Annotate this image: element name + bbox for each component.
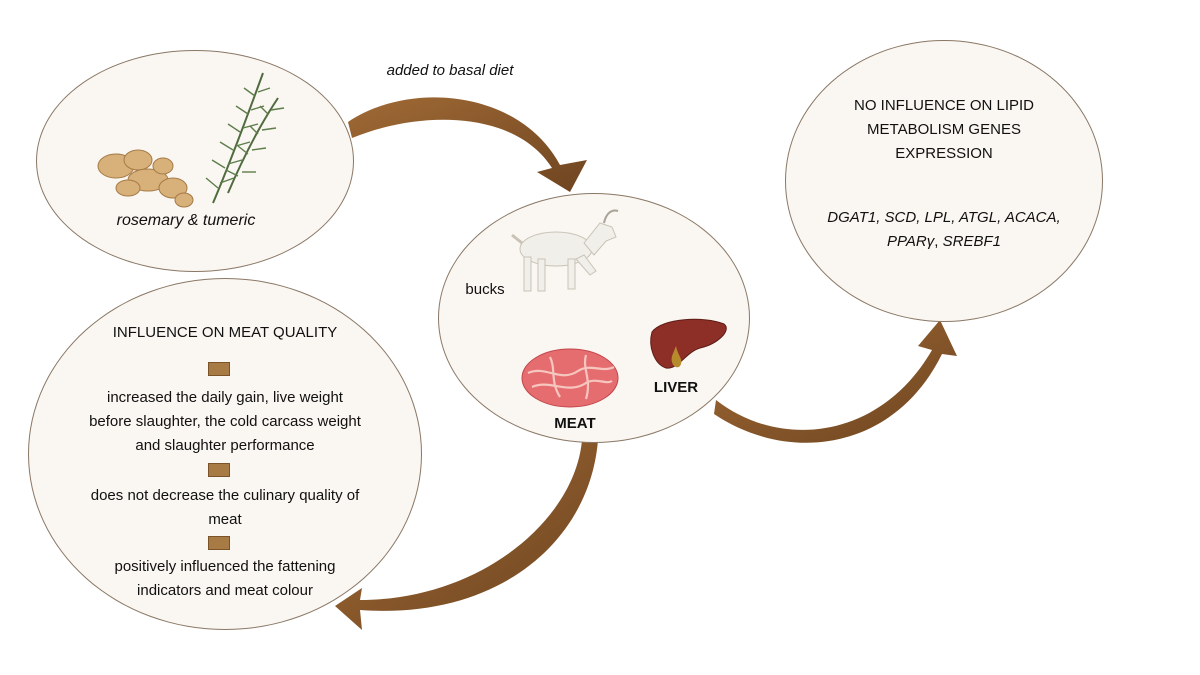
herbs-label: rosemary & tumeric: [116, 212, 256, 229]
meat-illustration: [521, 348, 619, 408]
meat-quality-item-2: does not decrease the culinary quality o…: [48, 484, 402, 532]
meat-quality-item-3: positively influenced the fattening indi…: [48, 555, 402, 603]
item-1-line-3: and slaughter performance: [135, 437, 315, 454]
lipid-title-line-3: EXPRESSION: [895, 145, 993, 162]
meat-quality-bubble: [28, 278, 422, 630]
gene-separator: ,: [934, 233, 943, 250]
lipid-title-line-1: NO INFLUENCE ON LIPID: [853, 97, 1035, 114]
herbs-bubble: [36, 50, 354, 272]
item-1-line-1: increased the daily gain, live weight: [107, 389, 343, 406]
gene-ppar: PPARγ: [887, 233, 935, 250]
curved-arrow-to-lipid-genes: [714, 320, 957, 443]
lipid-title-line-2: METABOLISM GENES: [867, 121, 1021, 138]
bucks-label: bucks: [465, 281, 505, 298]
basal-diet-label: added to basal diet: [386, 62, 514, 79]
meat-quality-item-1: increased the daily gain, live weight be…: [48, 386, 402, 458]
item-3-line-2: indicators and meat colour: [137, 582, 313, 599]
gene-list-line-1: DGAT1, SCD, LPL, ATGL, ACACA,: [827, 209, 1061, 226]
curved-arrow-to-meat-quality: [335, 440, 598, 630]
gene-list-line-2: PPARγ, SREBF1: [800, 230, 1088, 254]
item-1-line-2: before slaughter, the cold carcass weigh…: [89, 413, 361, 430]
bullet-square-2: [208, 463, 230, 477]
lipid-genes-bubble: [785, 40, 1103, 322]
curved-arrow-herbs-to-bucks: [348, 97, 587, 192]
gene-srebf1: SREBF1: [942, 233, 1001, 250]
bullet-square-1: [208, 362, 230, 376]
goat-illustration: [511, 209, 619, 292]
lipid-title: NO INFLUENCE ON LIPID METABOLISM GENES E…: [800, 94, 1088, 166]
lipid-gene-list: DGAT1, SCD, LPL, ATGL, ACACA, PPARγ, SRE…: [800, 206, 1088, 254]
bullet-square-3: [208, 536, 230, 550]
meat-quality-title: INFLUENCE ON MEAT QUALITY: [112, 324, 338, 341]
rosemary-illustration: [205, 72, 285, 204]
meat-label: MEAT: [554, 415, 596, 432]
item-3-line-1: positively influenced the fattening: [114, 558, 336, 575]
liver-illustration: [650, 318, 727, 369]
liver-label: LIVER: [653, 379, 699, 396]
ginger-illustration: [97, 149, 194, 208]
item-2-line-1: does not decrease the culinary quality o…: [90, 487, 360, 504]
item-2-line-2: meat: [208, 511, 242, 528]
